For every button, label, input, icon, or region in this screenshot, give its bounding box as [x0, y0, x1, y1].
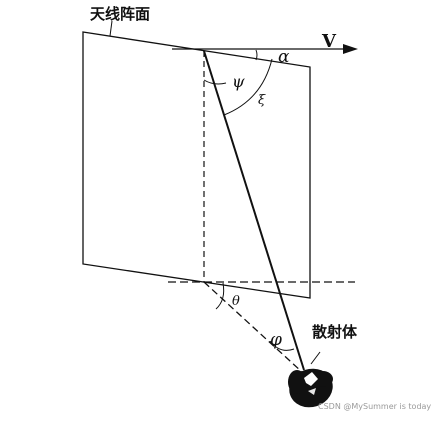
dashed-line-to-scatterer: [203, 281, 303, 373]
phi-angle-arc: [269, 340, 295, 351]
line-of-sight-to-scatterer: [203, 50, 305, 371]
watermark-text: CSDN @MySummer is today: [318, 402, 431, 411]
phi-label: φ: [270, 330, 282, 350]
psi-angle-arc: [203, 79, 227, 85]
alpha-label: α: [278, 47, 290, 67]
xi-angle-arc: [223, 58, 273, 116]
alpha-angle-arc: [255, 49, 258, 61]
xi-label: ξ: [258, 93, 266, 108]
antenna-array-plane: [82, 31, 311, 299]
theta-angle-arc: [215, 282, 225, 310]
antenna-label-leader: [109, 20, 113, 37]
theta-label: θ: [232, 294, 240, 309]
velocity-label: V: [321, 31, 337, 52]
psi-label: ψ: [232, 72, 245, 91]
velocity-arrowhead: [343, 44, 358, 54]
scatterer-label-leader: [310, 351, 321, 365]
scatterer-object: [288, 368, 333, 408]
antenna-array-label: 天线阵面: [90, 5, 150, 23]
scatterer-label: 散射体: [312, 323, 358, 341]
